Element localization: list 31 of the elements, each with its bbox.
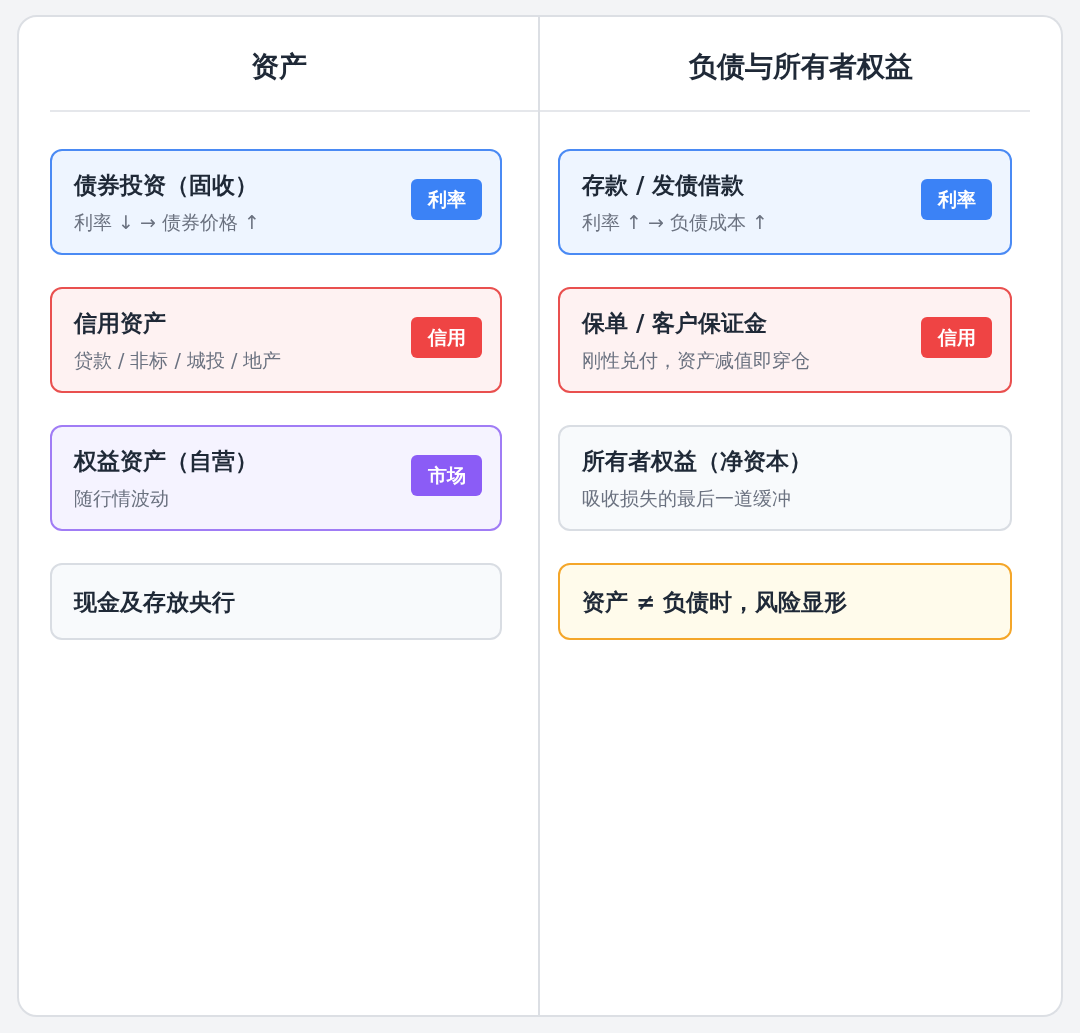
card-title: 保单 / 客户保证金	[582, 308, 768, 338]
risk-tag: 利率	[411, 179, 482, 220]
column-heading: 负债与所有者权益	[688, 49, 913, 85]
item-card	[50, 425, 502, 531]
card-description: 吸收损失的最后一道缓冲	[582, 485, 791, 511]
card-title: 债券投资（固收）	[74, 170, 258, 200]
column-panel	[17, 15, 540, 1017]
card-description: 利率 ↑ → 负债成本 ↑	[582, 209, 768, 235]
item-card	[558, 425, 1012, 531]
card-title: 现金及存放央行	[74, 587, 235, 617]
card-title: 权益资产（自营）	[74, 446, 258, 476]
column-panel	[540, 15, 1063, 1017]
item-card	[50, 563, 502, 640]
column-heading: 资产	[250, 49, 307, 85]
risk-tag: 市场	[411, 455, 482, 496]
card-title: 信用资产	[74, 308, 166, 338]
card-title: 存款 / 发债借款	[582, 170, 745, 200]
card-description: 刚性兑付，资产减值即穿仓	[582, 347, 810, 373]
card-title: 所有者权益（净资本）	[582, 446, 812, 476]
risk-tag: 利率	[921, 179, 992, 220]
item-card	[558, 563, 1012, 640]
risk-tag: 信用	[921, 317, 992, 358]
item-card	[558, 287, 1012, 393]
item-card	[50, 287, 502, 393]
card-description: 贷款 / 非标 / 城投 / 地产	[74, 347, 282, 373]
card-title: 资产 ≠ 负债时，风险显形	[582, 587, 848, 617]
card-description: 利率 ↓ → 债券价格 ↑	[74, 209, 260, 235]
item-card	[558, 149, 1012, 255]
risk-tag: 信用	[411, 317, 482, 358]
item-card	[50, 149, 502, 255]
card-description: 随行情波动	[74, 485, 169, 511]
